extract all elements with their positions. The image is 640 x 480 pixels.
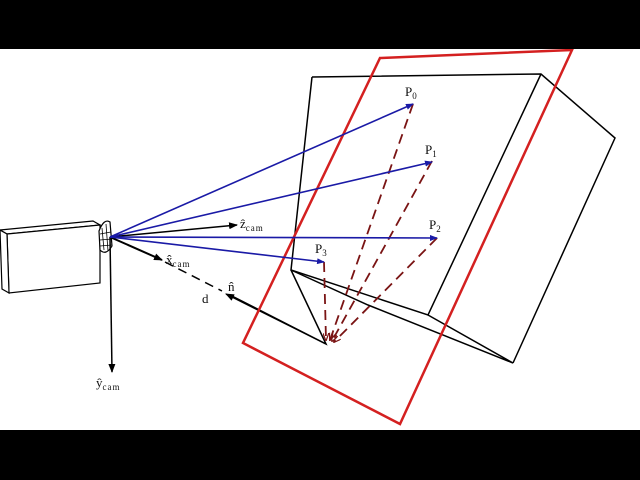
normal-n-label: n̂	[228, 279, 235, 294]
z-cam-axis	[109, 222, 238, 238]
ray-p0	[109, 103, 414, 238]
camera-icon	[0, 220, 113, 295]
letterbox-bottom	[0, 430, 640, 480]
ray-p2	[109, 234, 438, 241]
distance-d-dashed	[164, 261, 223, 292]
box-object	[229, 73, 616, 364]
diagram-svg	[0, 49, 616, 426]
p1-label: P1	[425, 142, 438, 159]
ray-p1	[109, 160, 433, 238]
distance-d-label: d	[202, 291, 209, 306]
y-cam-label: ŷcam	[96, 375, 121, 392]
camera-rays	[109, 103, 438, 265]
p3-label: P3	[315, 241, 328, 258]
y-cam-axis	[108, 236, 116, 373]
letterbox-top	[0, 0, 640, 49]
projection-dashes	[324, 103, 438, 342]
ray-p3	[109, 236, 325, 265]
p2-label: P2	[429, 217, 442, 234]
x-cam-axis	[109, 236, 163, 261]
plane	[241, 49, 574, 426]
x-cam-label: x̂cam	[166, 252, 191, 269]
p0-label: P0	[405, 84, 418, 101]
diagram-canvas: ẑcam x̂cam ŷcam n̂ d P0 P1 P2 P3	[0, 49, 640, 430]
z-cam-label: ẑcam	[240, 216, 264, 233]
